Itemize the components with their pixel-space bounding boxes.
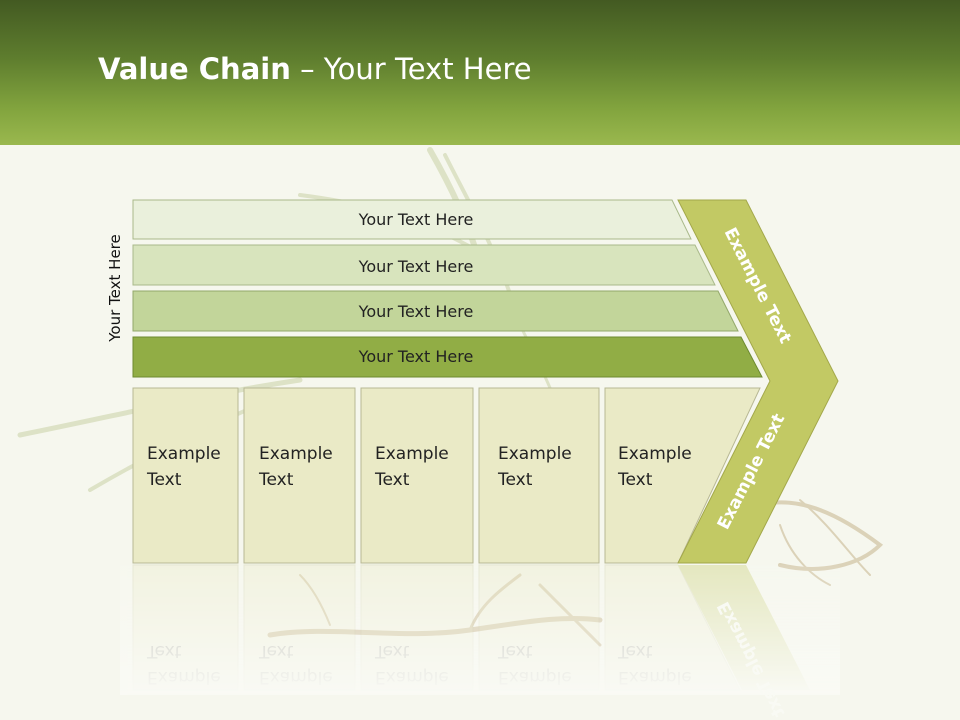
title-banner: Value Chain – Your Text Here: [0, 0, 960, 145]
primary-cell-3-line1: Example: [375, 444, 449, 464]
primary-cell-3-line2: Text: [374, 470, 410, 490]
primary-cell-4-line2: Text: [497, 470, 533, 490]
support-bar-4-label: Your Text Here: [358, 347, 474, 366]
support-bar-1: [132, 199, 692, 240]
primary-cell-5-line2: Text: [617, 470, 653, 490]
primary-cell-2: [243, 387, 356, 564]
title-bold-part: Value Chain: [98, 52, 291, 86]
support-bar-2-label: Your Text Here: [358, 257, 474, 276]
primary-cell-1-line1: Example: [147, 444, 221, 464]
diagram-reflection: Example Text Example Text Example Text E…: [120, 564, 840, 720]
support-bar-2: [132, 244, 716, 286]
primary-cell-2-line2: Text: [258, 470, 294, 490]
primary-cell-4: [478, 387, 600, 564]
primary-cell-2-line1: Example: [259, 444, 333, 464]
primary-cell-1: [132, 387, 239, 564]
support-bar-3-label: Your Text Here: [358, 302, 474, 321]
primary-cell-4-line1: Example: [498, 444, 572, 464]
primary-cell-1-line2: Text: [146, 470, 182, 490]
support-bar-4: [132, 336, 763, 378]
side-vertical-label: Your Text Here: [106, 234, 124, 342]
primary-cell-5-line1: Example: [618, 444, 692, 464]
slide-title: Value Chain – Your Text Here: [98, 52, 532, 86]
support-bar-1-label: Your Text Here: [358, 210, 474, 229]
primary-cell-3: [360, 387, 474, 564]
support-bar-3: [132, 290, 739, 332]
margin-chevron: [677, 199, 839, 564]
title-rest-part: – Your Text Here: [290, 52, 532, 86]
